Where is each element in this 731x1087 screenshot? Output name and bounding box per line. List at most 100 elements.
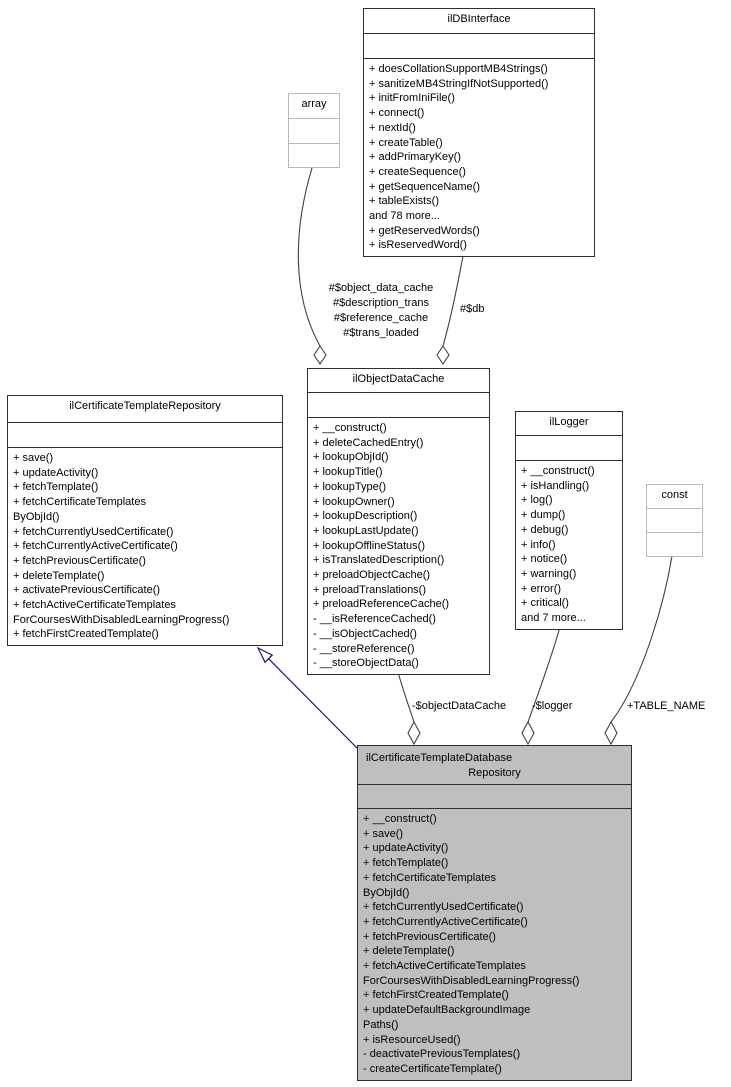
class-title: const [661, 489, 688, 501]
text-line: + lookupType() [313, 480, 387, 493]
text-line: + fetchFirstCreatedTemplate() [13, 628, 159, 641]
class-methods-compartment: + __construct()+ save()+ updateActivity(… [358, 808, 631, 1080]
edge-label-table-name: +TABLE_NAME [627, 700, 706, 712]
text-line: - createCertificateTemplate() [363, 1062, 502, 1075]
text-line: + fetchCertificateTemplates [13, 496, 146, 509]
class-attributes-compartment [289, 118, 339, 143]
text-line: + addPrimaryKey() [369, 151, 462, 164]
text-line: ForCoursesWithDisabledLearningProgress() [363, 974, 580, 987]
edge-label-objectdatacache: -$objectDataCache [412, 700, 507, 712]
text-line: + lookupObjId() [313, 451, 389, 464]
text-line: + fetchPreviousCertificate() [13, 554, 146, 567]
text-line: + updateDefaultBackgroundImage [363, 1004, 531, 1017]
class-methods-compartment: + doesCollationSupportMB4Strings() + sani… [364, 58, 594, 256]
class-ilobjectdatacache: ilObjectDataCache + __construct() + delet… [307, 368, 490, 675]
edge-label-logger: -$logger [532, 700, 573, 712]
text-line: + connect() [369, 107, 425, 120]
text-line: + sanitizeMB4StringIfNotSupported() [369, 77, 549, 90]
text-line: + debug() [521, 523, 569, 536]
text-line: + fetchFirstCreatedTemplate() [363, 989, 509, 1002]
text-line: + __construct() [313, 422, 387, 434]
text-line: - __storeReference() [313, 642, 415, 655]
text-line: ForCoursesWithDisabledLearningProgress() [13, 613, 230, 626]
class-methods-compartment: + __construct() + deleteCachedEntry() + lo… [308, 417, 489, 674]
text-line: + doesCollationSupportMB4Strings() [369, 63, 548, 75]
aggregation-diamond-icon [604, 720, 618, 746]
aggregation-edge-logger-to-repository [527, 626, 561, 723]
class-ildbinterface: ilDBInterface + doesCollationSupportMB4S… [363, 8, 595, 258]
class-attributes-compartment [364, 33, 594, 58]
text-line: + updateActivity() [13, 466, 99, 479]
aggregation-diamond-icon [436, 345, 450, 365]
aggregation-edge-const-to-repository [610, 555, 673, 723]
text-line: + fetchCurrentlyActiveCertificate() [363, 915, 528, 928]
text-line: + deleteTemplate() [363, 945, 455, 958]
text-line: ByObjId() [13, 510, 60, 523]
text-line: + lookupOwner() [313, 495, 395, 508]
text-line: + isHandling() [521, 479, 590, 492]
text-line: + fetchTemplate() [363, 857, 449, 870]
class-methods-compartment [289, 143, 339, 167]
text-line: + log() [521, 494, 553, 507]
class-array: array [288, 93, 340, 168]
aggregation-diamond-icon [521, 720, 535, 746]
text-line: - __storeObjectData() [313, 657, 419, 670]
text-line: + tableExists() [369, 195, 439, 208]
class-title: ilCertificateTemplateRepository [69, 400, 221, 412]
text-line: + isReservedWord() [369, 239, 467, 252]
text-line: + lookupOfflineStatus() [313, 539, 425, 552]
text-line: + lookupDescription() [313, 510, 418, 523]
text-line: + dump() [521, 509, 566, 522]
text-line: + isTranslatedDescription() [313, 554, 445, 567]
text-line: + createTable() [369, 136, 443, 149]
text-line: + info() [521, 538, 556, 551]
aggregation-edge-objectdatacache-to-repository [397, 671, 415, 723]
text-line: Repository [468, 767, 521, 779]
text-line: + fetchTemplate() [13, 481, 99, 494]
text-line: + warning() [521, 567, 577, 580]
text-line: + notice() [521, 553, 568, 566]
text-line: - __isObjectCached() [313, 627, 417, 640]
class-title: ilLogger [549, 416, 589, 428]
class-attributes-compartment [516, 435, 622, 460]
edge-label-object-cache-fields: #$object_data_cache#$description_trans#$… [314, 281, 448, 341]
text-line: + fetchActiveCertificateTemplates [13, 599, 176, 612]
class-title: ilObjectDataCache [352, 373, 445, 385]
text-line: #$object_data_cache [328, 282, 434, 294]
class-attributes-compartment [308, 392, 489, 417]
text-line: + preloadReferenceCache() [313, 598, 450, 611]
text-line: - deactivatePreviousTemplates() [363, 1048, 521, 1061]
class-title: array [301, 98, 327, 110]
text-line: + __construct() [521, 465, 595, 477]
text-line: + preloadTranslations() [313, 583, 427, 596]
text-line: + deleteCachedEntry() [313, 436, 424, 449]
text-line: + fetchCurrentlyUsedCertificate() [363, 901, 524, 914]
text-line: + createSequence() [369, 165, 466, 178]
class-ilcertificatetemplaterepository: ilCertificateTemplateRepository + save()… [7, 395, 283, 647]
text-line: #$trans_loaded [343, 327, 419, 339]
aggregation-edge-dbinterface-to-objectdatacache [442, 255, 464, 347]
text-line: + fetchCurrentlyUsedCertificate() [13, 525, 174, 538]
text-line: + fetchPreviousCertificate() [363, 930, 496, 943]
text-line: + fetchCurrentlyActiveCertificate() [13, 540, 178, 553]
aggregation-edge-array-to-objectdatacache [297, 167, 321, 347]
text-line: ilCertificateTemplateDatabase [366, 752, 513, 764]
text-line: + lookupLastUpdate() [313, 524, 419, 537]
text-line: + getSequenceName() [369, 180, 480, 193]
aggregation-diamond-icon [407, 720, 421, 746]
text-line: + fetchCertificateTemplates [363, 871, 496, 884]
text-line: + error() [521, 582, 562, 595]
text-line: + getReservedWords() [369, 224, 480, 237]
generalization-edge-databaserepository-to-templaterepository [268, 658, 358, 749]
text-line: + __construct() [363, 813, 437, 825]
class-methods-compartment [647, 532, 702, 556]
aggregation-diamond-icon [313, 345, 327, 365]
text-line: and 7 more... [521, 612, 586, 625]
class-illogger: ilLogger + __construct() + isHandling() + … [515, 411, 623, 630]
text-line: + activatePreviousCertificate() [13, 584, 161, 597]
edge-label-db: #$db [460, 303, 485, 315]
